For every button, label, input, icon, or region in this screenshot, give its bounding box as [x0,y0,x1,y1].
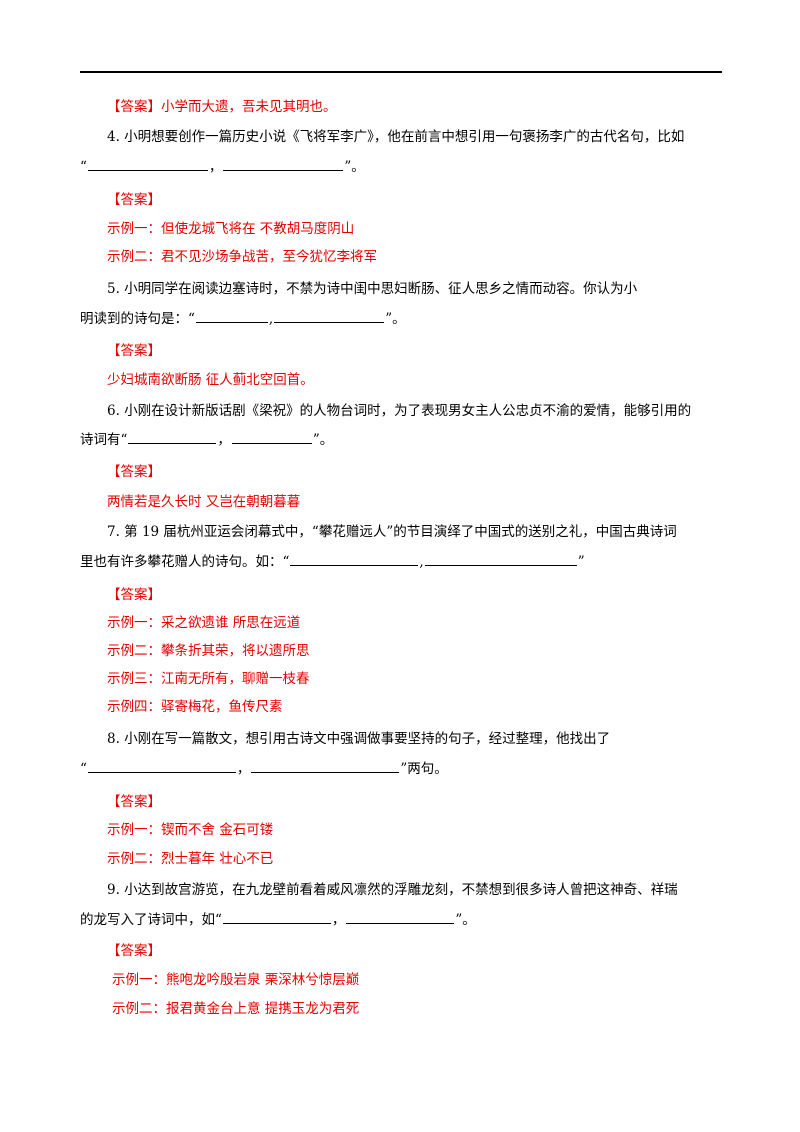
q6-blank-1 [128,431,217,444]
q8-example-1: 示例一：锲而不舍 金石可镂 [107,822,274,838]
answer-label: 【答案】 [107,794,161,810]
q4-question-line2: “，”。 [80,158,365,175]
q5-blank-1 [195,310,268,323]
q8-example-2: 示例二：烈士暮年 壮心不已 [107,851,274,867]
q8-blank-1 [87,760,236,773]
q9-blank-2 [346,911,455,924]
q5-question-line1: 5. 小明同学在阅读边塞诗时，不禁为诗中闺中思妇断肠、征人思乡之情而动容。你认为… [107,281,638,297]
answer-label: 【答案】 [107,943,161,959]
q6-answer: 两情若是久长时 又岂在朝朝暮暮 [107,494,301,510]
q4-example-2: 示例二：君不见沙场争战苦，至今犹忆李将军 [107,249,377,265]
q9-question-line2: 的龙写入了诗词中，如“，”。 [80,911,476,928]
q4-example-1: 示例一：但使龙城飞将在 不教胡马度阴山 [107,221,355,237]
q4-blank-1 [87,158,208,171]
q7-example-4: 示例四：驿寄梅花，鱼传尺素 [107,699,283,715]
q7-blank-2 [424,553,577,566]
q7-question-line2: 里也有许多攀花赠人的诗句。如：“,” [80,553,585,570]
q8-question-line1: 8. 小刚在写一篇散文，想引用古诗文中强调做事要坚持的句子，经过整理，他找出了 [107,731,611,747]
answer-label: 【答案】 [107,192,161,208]
answer-label: 【答案】 [107,99,161,115]
q5-blank-2 [274,310,385,323]
q9-question-line1: 9. 小达到故宫游览，在九龙壁前看着威风凛然的浮雕龙刻，不禁想到很多诗人曾把这神… [107,882,678,898]
answer-label: 【答案】 [107,343,161,359]
q5-question-line2: 明读到的诗句是：“,”。 [80,310,406,327]
q3-answer: 【答案】小学而大遗，吾未见其明也。 [107,98,337,116]
q7-example-1: 示例一：采之欲遗谁 所思在远道 [107,615,301,631]
q7-example-3: 示例三：江南无所有，聊赠一枝春 [107,671,310,687]
q8-blank-2 [251,760,400,773]
q3-answer-text: 小学而大遗，吾未见其明也。 [161,99,337,115]
q6-blank-2 [231,431,312,444]
q8-question-line2: “，”两句。 [80,760,448,777]
header-rule [80,71,722,73]
q9-example-1: 示例一：熊咆龙吟殷岩泉 栗深林兮惊层巅 [112,972,360,988]
answer-label: 【答案】 [107,464,161,480]
q7-question-line1: 7. 第 19 届杭州亚运会闭幕式中，“攀花赠远人”的节目演绎了中国式的送别之礼… [107,524,677,540]
q9-blank-1 [222,911,331,924]
q5-answer: 少妇城南欲断肠 征人蓟北空回首。 [107,372,314,388]
q7-example-2: 示例二：攀条折其荣，将以遗所思 [107,643,310,659]
q4-question-line1: 4. 小明想要创作一篇历史小说《飞将军李广》，他在前言中想引用一句褒扬李广的古代… [107,129,685,145]
q6-question-line2: 诗词有“，”。 [80,431,334,448]
q7-blank-1 [290,553,419,566]
q6-question-line1: 6. 小刚在设计新版话剧《梁祝》的人物台词时，为了表现男女主人公忠贞不渝的爱情，… [107,403,692,419]
answer-label: 【答案】 [107,587,161,603]
q4-blank-2 [223,158,344,171]
q9-example-2: 示例二：报君黄金台上意 提携玉龙为君死 [112,1001,360,1017]
